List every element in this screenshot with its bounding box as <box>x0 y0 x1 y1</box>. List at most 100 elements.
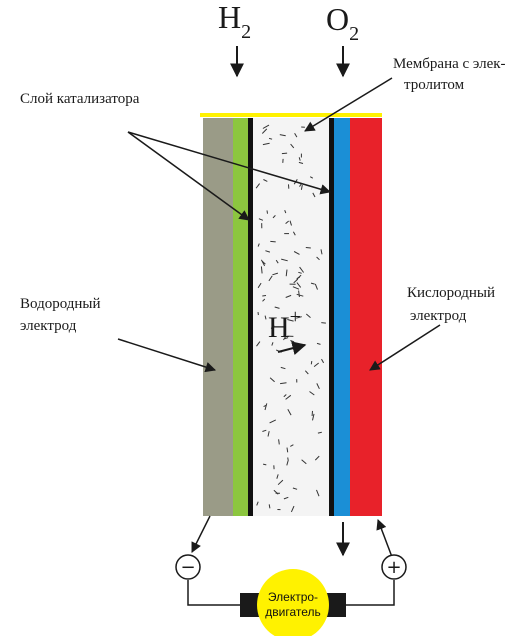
speckle <box>298 271 302 274</box>
anode-boundary-line <box>248 118 253 516</box>
speckle <box>287 319 294 322</box>
proton-migration-arrow <box>277 341 307 355</box>
speckle <box>312 413 315 421</box>
speckle <box>281 152 288 155</box>
speckle <box>267 431 270 437</box>
speckle <box>272 272 279 276</box>
speckle <box>268 504 271 509</box>
speckle <box>270 240 276 243</box>
negative-terminal <box>175 554 201 580</box>
speckle <box>316 489 320 497</box>
membrane-label-line1: Мембрана с элек- <box>393 56 506 72</box>
speckle <box>280 366 286 370</box>
oxygen-electrode-label-line1: Кислородный <box>407 285 495 301</box>
oxygen-electrode-label-line2: электрод <box>410 308 467 324</box>
membrane-label-line2: тролитом <box>404 77 465 93</box>
speckle <box>256 341 261 347</box>
speckle <box>255 183 260 189</box>
speckle <box>274 306 280 309</box>
speckle <box>294 133 298 138</box>
speckle <box>264 403 268 411</box>
speckle <box>285 394 292 400</box>
speckle <box>284 337 289 340</box>
motor-right-contact <box>324 593 346 617</box>
positive-terminal-sign: + <box>386 557 401 578</box>
speckle <box>264 315 267 320</box>
speckle <box>287 408 292 416</box>
speckle <box>313 362 320 367</box>
speckle <box>279 134 286 137</box>
speckle <box>261 128 268 134</box>
speckle <box>320 249 323 255</box>
speckle <box>321 322 326 324</box>
speckle <box>263 179 268 182</box>
speckle <box>285 294 292 298</box>
hydrogen-catalyst-layer <box>233 118 248 516</box>
speckle <box>293 278 299 284</box>
speckle <box>272 215 276 219</box>
oxygen-electrode-pointer-arrow <box>369 324 441 371</box>
speckle <box>316 342 321 345</box>
speckle <box>258 218 264 221</box>
proton-label: H+ <box>268 306 301 344</box>
speckle <box>310 361 313 365</box>
speckle <box>300 184 303 190</box>
speckle <box>287 457 289 461</box>
catalyst-pointer-arrow-anode <box>127 131 250 221</box>
speckle <box>257 282 262 289</box>
speckle <box>273 489 279 495</box>
speckle <box>262 142 270 146</box>
speckle <box>277 479 284 486</box>
speckle <box>286 447 289 453</box>
motor-label-line1: Электро- <box>268 590 318 604</box>
hydrogen-label: H2 <box>218 0 251 43</box>
speckle <box>305 247 311 249</box>
speckle <box>283 394 287 398</box>
speckle <box>316 383 320 390</box>
wire-motor-to-positive <box>346 580 395 606</box>
speckle <box>296 282 302 288</box>
speckle <box>262 298 266 302</box>
speckle <box>256 501 259 506</box>
speckle <box>298 157 301 161</box>
membrane-top-strip <box>200 113 382 117</box>
speckle <box>281 258 288 262</box>
speckle <box>290 444 294 447</box>
speckle <box>299 266 305 273</box>
speckle <box>321 358 325 364</box>
speckle <box>262 295 267 297</box>
speckle <box>275 259 279 264</box>
electric-motor <box>257 569 329 636</box>
motor-label-line2: двигатель <box>265 605 321 619</box>
wire-anode-to-negative <box>191 515 211 553</box>
speckle <box>312 192 316 198</box>
speckle <box>268 275 273 282</box>
speckle <box>309 391 315 396</box>
motor-left-contact <box>240 593 262 617</box>
speckle <box>269 377 275 383</box>
catalyst-pointer-arrow-cathode <box>127 131 332 195</box>
speckle <box>270 327 274 331</box>
speckle <box>314 455 320 461</box>
speckle <box>286 460 289 466</box>
speckle <box>283 496 289 500</box>
speckle <box>309 176 314 179</box>
oxygen-label: O2 <box>326 1 359 45</box>
speckle <box>262 463 267 466</box>
speckle <box>316 256 320 261</box>
speckle <box>310 282 315 285</box>
speckle <box>304 370 309 375</box>
wire-negative-to-motor <box>187 580 240 606</box>
hydrogen-electrode-label-line1: Водородный <box>20 296 101 312</box>
speckle <box>305 313 311 318</box>
speckle <box>290 143 295 149</box>
speckle <box>292 286 300 290</box>
speckle <box>266 210 268 214</box>
negative-terminal-sign: − <box>180 557 195 578</box>
speckle <box>283 336 287 341</box>
speckle <box>292 487 298 490</box>
speckle <box>260 259 266 267</box>
speckle <box>262 429 267 432</box>
oxygen-catalyst-layer <box>334 118 350 516</box>
speckle <box>260 266 263 274</box>
